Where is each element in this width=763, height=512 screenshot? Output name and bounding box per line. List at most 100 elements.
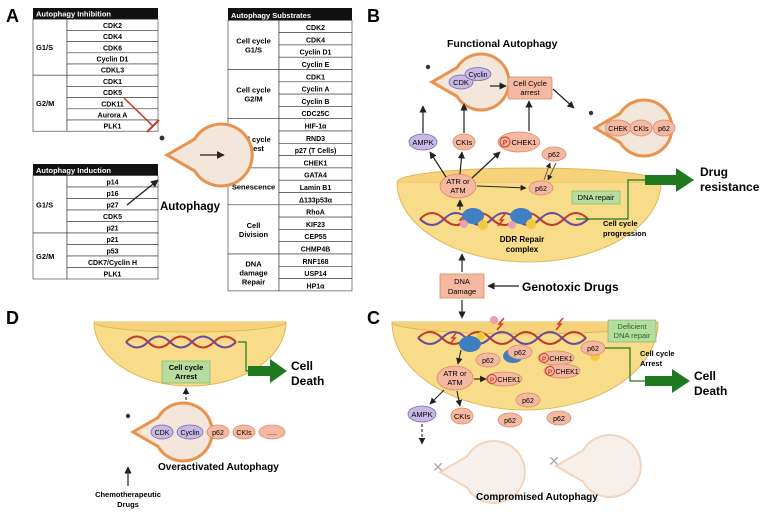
- substrates-group-cell: [227, 253, 280, 292]
- inhibition-group-label: G1/S: [36, 43, 53, 52]
- drug-resistance-line2: resistance: [700, 180, 760, 194]
- p62-exchange-down: [547, 162, 557, 181]
- deficient-line1: Deficient: [617, 322, 647, 331]
- p62-c6-oval: [546, 410, 572, 426]
- substrates-item: HIF-1α: [305, 124, 328, 131]
- substrates-item-cell: [278, 278, 353, 292]
- ckis-cluster-label: CKIs: [633, 126, 649, 133]
- substrates-item: CDC25C: [301, 111, 329, 118]
- dna-break-c1-icon: [449, 331, 458, 345]
- repair-protein-b6: [508, 221, 516, 229]
- drug-resistance-arrow: [645, 168, 694, 192]
- p62-c1-oval: [475, 352, 501, 368]
- dna-b-strand-2: [419, 212, 589, 226]
- progression-line1: Cell cycle: [603, 219, 638, 228]
- substrates-group-label: Cell cycle: [236, 135, 271, 144]
- panel-d: Cell cycle Arrest Cell Death CDK Cyclin …: [93, 321, 324, 509]
- substrates-item: RNF168: [302, 259, 328, 266]
- substrates-item: RND3: [306, 136, 325, 143]
- chek1-c2-label: CHEK1: [555, 369, 578, 376]
- cell-cycle-arrest-box-b: [507, 76, 553, 100]
- p62-c3-label: p62: [587, 346, 599, 353]
- substrates-item: Cyclin E: [302, 62, 330, 69]
- inhibition-group-cell: [32, 18, 68, 76]
- atr-atm-b-oval: [439, 173, 477, 199]
- pacman-eye: [159, 135, 165, 141]
- ddr-line2: complex: [506, 245, 539, 254]
- cyclin-b-label: Cyclin: [468, 72, 487, 79]
- inhibition-table: Autophagy InhibitionG1/SCDK2CDK4CDK6Cycl…: [32, 8, 159, 132]
- repair-protein-b2: [478, 220, 488, 230]
- cell-death-c-arrow: [645, 369, 690, 393]
- ddr-line1: DDR Repair: [500, 235, 544, 244]
- arrow-atr-to-ampk-c: [429, 389, 445, 405]
- dna-repair-label: DNA repair: [578, 193, 615, 202]
- p62-b-top-oval: [541, 146, 567, 162]
- substrates-group-label: G1/S: [245, 45, 262, 54]
- substrates-item: p27 (T Cells): [295, 148, 337, 155]
- cross-1-icon: ✕: [432, 459, 444, 475]
- induction-item: p53: [106, 249, 118, 256]
- deficient-box: [607, 319, 657, 343]
- substrates-item: RhoA: [306, 210, 325, 217]
- repair-protein-b3: [460, 220, 468, 228]
- substrates-item: Lamin B1: [300, 185, 332, 192]
- inhibition-header: Autophagy Inhibition: [36, 10, 111, 19]
- phospho-b-icon: [499, 136, 511, 148]
- induction-table: Autophagy InductionG1/Sp14p16p27CDK5p21G…: [32, 164, 159, 280]
- arrest-line-c: [605, 347, 645, 382]
- ampk-c-label: AMPK: [411, 410, 432, 419]
- nucleus-b-edge: [396, 167, 662, 183]
- chain-ckis-label: CKIs: [236, 430, 252, 437]
- middle-section: DNA Damage Genotoxic Drugs: [439, 253, 619, 319]
- cross-2-icon: ✕: [548, 453, 560, 469]
- ckis-b-label: CKIs: [456, 138, 473, 147]
- substrates-group-cell: [227, 69, 280, 120]
- chain-p62-oval: [206, 424, 230, 440]
- p62-exchange-up: [543, 162, 551, 181]
- inhibition-item: CDK11: [101, 101, 124, 108]
- cyclin-b-oval: [464, 67, 492, 81]
- dna-d-strand-1: [125, 335, 237, 349]
- substrates-header: Autophagy Substrates: [231, 11, 311, 20]
- autophagy-label: Autophagy: [160, 201, 221, 213]
- substrates-item: GATA4: [304, 173, 327, 180]
- progression-line: [576, 179, 645, 220]
- induction-group-label: G2/M: [36, 252, 54, 261]
- arrow-atr-ckis: [457, 151, 465, 175]
- dna-repair-box: [571, 190, 621, 205]
- p62-c5-label: p62: [504, 418, 516, 425]
- substrates-item: Cyclin B: [301, 99, 329, 106]
- p62-cluster-oval: [652, 119, 676, 137]
- pacman-b2-eye: [588, 110, 594, 116]
- phospho-c3-icon: [487, 374, 497, 384]
- chain-p62-label: p62: [212, 430, 224, 437]
- chek1-c1-label: CHEK1: [549, 356, 572, 363]
- p62-cluster-label: p62: [658, 126, 670, 133]
- ckis-b-oval: [452, 133, 476, 151]
- cdk-b-oval: [448, 74, 474, 90]
- cell-death-d-line1: Cell: [291, 359, 313, 373]
- compromised-pacman-1-icon: [438, 440, 526, 504]
- repair-protein-b4: [510, 208, 532, 224]
- p62-b-bottom-oval: [528, 180, 554, 196]
- ckis-c-oval: [450, 407, 474, 425]
- induction-item: p14: [106, 180, 118, 187]
- chemo-line1: Chemotherapeutic: [95, 490, 161, 499]
- inhibition-bar: [146, 119, 160, 133]
- induction-item: p21: [106, 226, 118, 233]
- atr-atm-b-line1: ATR or: [446, 177, 470, 186]
- dna-b-strand-1: [419, 212, 589, 226]
- repair-protein-c1: [459, 336, 481, 352]
- deficient-line2: DNA repair: [614, 331, 651, 340]
- pacman-b-eye: [425, 64, 431, 70]
- chek1-c3-label: CHEK1: [497, 377, 520, 384]
- repair-protein-b5: [526, 219, 536, 229]
- drug-resistance-line1: Drug: [700, 165, 728, 179]
- ckis-cluster-oval: [629, 119, 653, 137]
- substrates-item: Δ133p53α: [299, 197, 333, 204]
- progression-line2: progression: [603, 229, 647, 238]
- repair-protein-b1: [462, 208, 484, 224]
- substrates-item: Cyclin A: [302, 87, 330, 94]
- induction-arrow: [126, 179, 159, 206]
